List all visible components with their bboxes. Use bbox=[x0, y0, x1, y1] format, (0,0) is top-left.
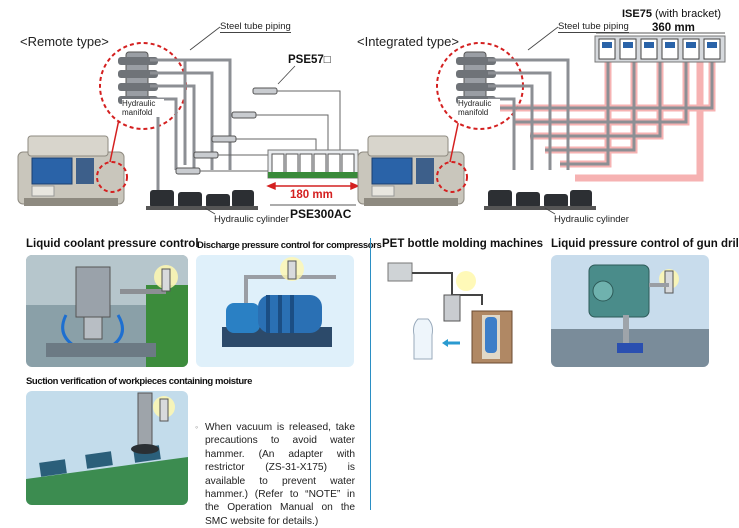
integrated-manifold-label: Hydraulic manifold bbox=[458, 99, 500, 117]
remote-manifold-label: Hydraulic manifold bbox=[122, 99, 164, 117]
machine-tool-remote bbox=[17, 135, 125, 206]
integrated-steel-tube-label: Steel tube piping bbox=[558, 21, 629, 33]
ise75-suffix: (with bracket) bbox=[655, 8, 722, 20]
remote-type-header: <Remote type> bbox=[20, 34, 109, 49]
pse300ac-controller bbox=[267, 149, 359, 179]
hydraulic-cylinders-integrated bbox=[484, 190, 596, 210]
note-bullet: ◦ bbox=[195, 422, 199, 432]
manifold-block-integrated bbox=[456, 51, 496, 115]
pet-title: PET bottle molding machines bbox=[382, 238, 544, 250]
compressor-title: Discharge pressure control for compresso… bbox=[197, 240, 382, 251]
note-text: When vacuum is released, take precaution… bbox=[205, 422, 355, 527]
compressor-image bbox=[196, 255, 354, 367]
ise75-units bbox=[594, 35, 726, 63]
water-hammer-note: ◦ When vacuum is released, take precauti… bbox=[195, 421, 355, 528]
pse57-model-label: PSE57□ bbox=[288, 54, 331, 66]
integrated-type-diagram bbox=[357, 26, 726, 215]
pse300ac-label: PSE300AC bbox=[290, 207, 352, 221]
coolant-title: Liquid coolant pressure control bbox=[26, 238, 199, 250]
remote-dimension-label: 180 mm bbox=[290, 189, 333, 201]
integrated-dimension-label: 360 mm bbox=[652, 22, 695, 34]
remote-steel-tube-label: Steel tube piping bbox=[220, 21, 291, 33]
pet-image bbox=[382, 255, 542, 367]
integrated-type-header: <Integrated type> bbox=[357, 34, 459, 49]
integrated-cylinder-label: Hydraulic cylinder bbox=[554, 214, 629, 225]
ise75-model: ISE75 bbox=[622, 8, 652, 20]
suction-title: Suction verification of workpieces conta… bbox=[26, 376, 252, 387]
ise75-label: ISE75 (with bracket) bbox=[622, 8, 721, 20]
machine-tool-integrated bbox=[357, 135, 465, 206]
coolant-image bbox=[26, 255, 188, 367]
hydraulic-cylinders-remote bbox=[146, 190, 258, 210]
section-divider bbox=[370, 238, 372, 510]
suction-image bbox=[26, 391, 188, 505]
remote-cylinder-label: Hydraulic cylinder bbox=[214, 214, 289, 225]
gun-drill-title: Liquid pressure control of gun drills bbox=[551, 238, 739, 250]
dimension-arrow-remote bbox=[266, 181, 360, 191]
gun-drill-image bbox=[551, 255, 709, 367]
